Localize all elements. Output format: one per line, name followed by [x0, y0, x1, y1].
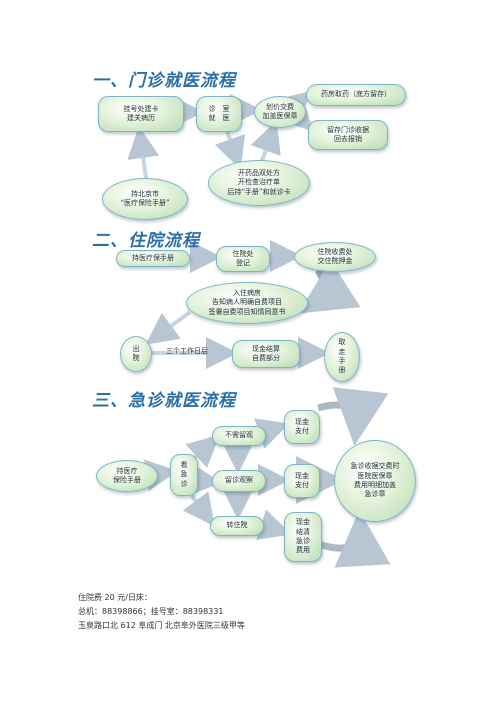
section-title-emergency: 三、急诊就医流程	[92, 391, 236, 411]
node-op-keep-receipt: 留存门诊收据 回去报销	[308, 120, 388, 150]
node-ip-settle: 现金结算 自费部分	[232, 340, 300, 368]
arrow-op-7	[127, 126, 160, 179]
node-ip-handbook: 持医疗保手册	[116, 250, 190, 267]
node-em-no-stay: 不需留观	[212, 426, 266, 446]
node-em-cash-2: 现金 支付	[284, 464, 320, 498]
arrow-op-5	[214, 127, 246, 170]
node-ip-ward: 入住病房 告知病人明确自费项目 签署自费项目知情同意书	[186, 282, 308, 324]
node-em-observe: 留诊观察	[212, 470, 266, 492]
arrow-em-7	[256, 509, 292, 540]
section-title-inpatient: 二、住院流程	[92, 231, 200, 251]
node-op-insurance-card: 持北京市 “医疗保险手册”	[102, 178, 188, 220]
arrow-em-4	[182, 491, 215, 527]
node-em-reimburse: 急诊收据交费时 医院医保章 费用明细加盖 急诊章	[334, 440, 416, 522]
node-op-pharmacy: 药房取药（底方留存）	[306, 84, 406, 106]
node-em-handbook: 持医疗 保险手册	[96, 460, 158, 492]
node-op-prescribe: 开药品双处方 开检查治疗单 后持“手册”和就诊卡	[208, 160, 310, 206]
node-op-pay: 划价交费 加盖医保章	[254, 96, 306, 128]
node-em-transfer: 转住院	[210, 516, 264, 536]
curve-arrow-em-2	[316, 510, 391, 568]
footer-line-3: 玉泉路口北 612 阜成门 北京阜外医院三级甲等	[78, 621, 245, 630]
arrow-op-3	[277, 90, 313, 124]
arrow-em-3	[188, 463, 222, 496]
curve-arrow-ip	[298, 259, 361, 314]
node-op-register: 挂号处建卡 建关病历	[98, 96, 184, 132]
section-title-outpatient: 一、门诊就医流程	[92, 71, 236, 91]
arrow-em-5	[254, 418, 290, 449]
node-em-cash-1: 现金 支付	[284, 410, 320, 444]
node-op-consult: 诊 室 就 医	[196, 96, 242, 132]
node-ip-leave-handbook: 取 走 手 册	[324, 332, 360, 382]
arrow-em-1	[143, 459, 178, 492]
node-ip-deposit: 住院收费处 交住院押金	[294, 242, 376, 272]
node-ip-discharge: 出 院	[120, 336, 152, 372]
node-ip-admit: 住院处 登记	[216, 246, 270, 272]
curve-arrow-em-1	[317, 387, 389, 446]
node-em-visit: 看 急 诊	[170, 454, 198, 496]
node-em-cash-3: 现金 结清 急诊 费用	[284, 512, 322, 562]
label-ip-days: 三个工作日后	[166, 347, 208, 355]
footer-line-1: 住院费 20 元/日床：	[78, 593, 152, 602]
footer-line-2: 总机：88398866；挂号室：88398331	[78, 607, 224, 616]
arrow-ip-3	[145, 310, 192, 345]
